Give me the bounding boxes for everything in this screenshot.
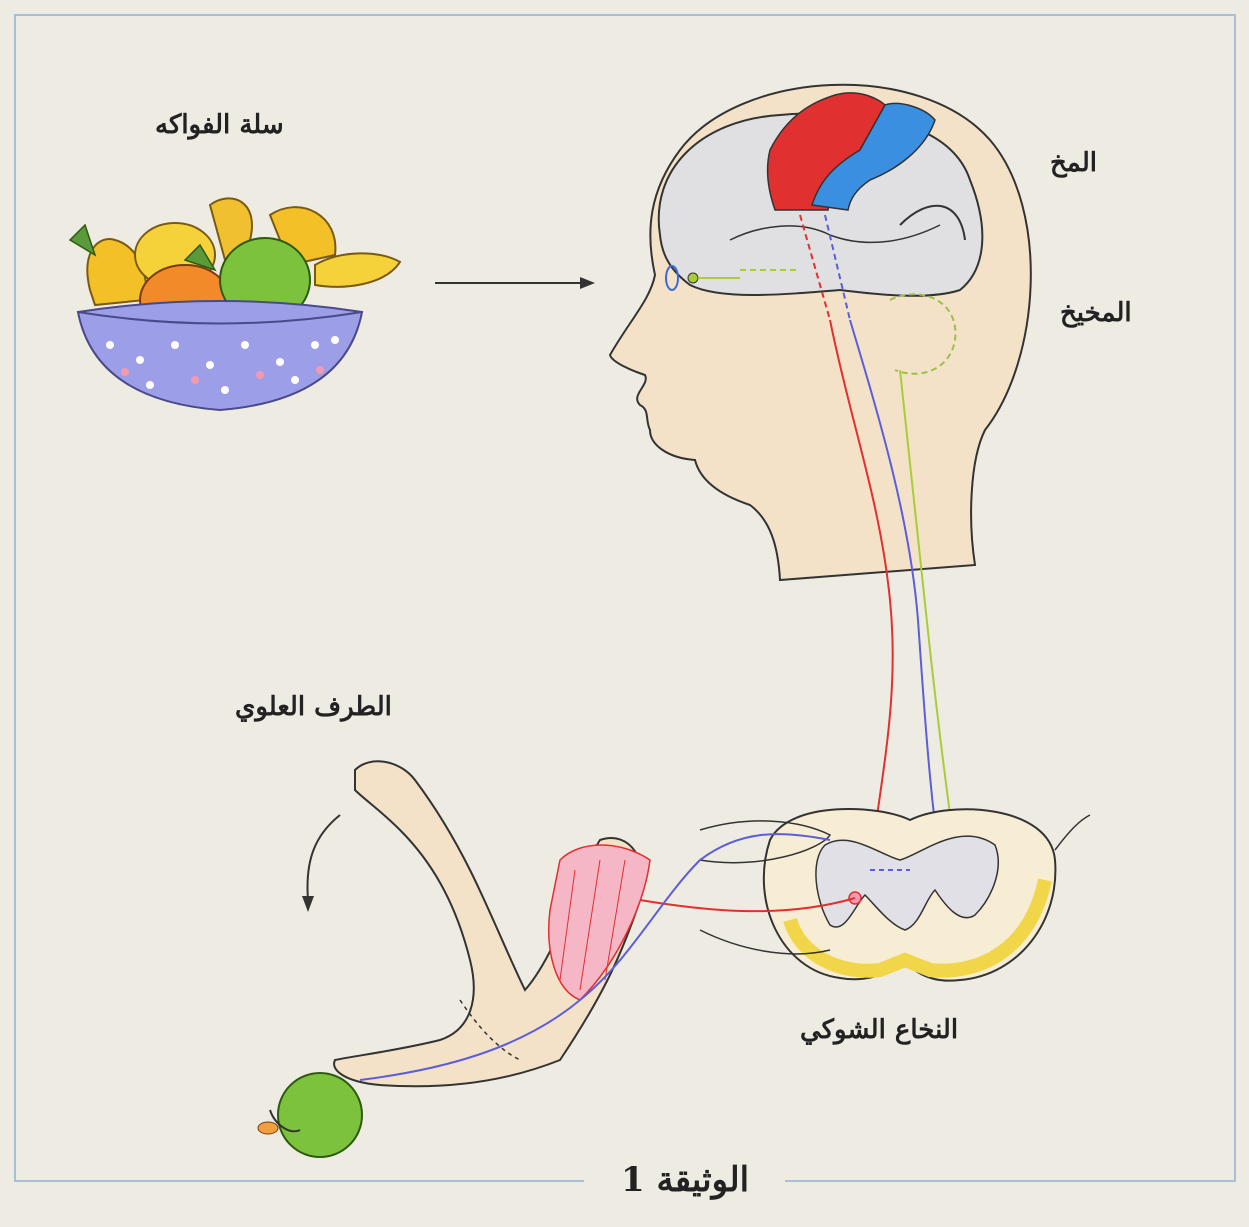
upper-limb-label: الطرف العلوي bbox=[235, 692, 392, 722]
cerebellum-label: المخيخ bbox=[1060, 298, 1132, 328]
brain-label: المخ bbox=[1050, 148, 1097, 178]
spinal-cord-label: النخاع الشوكي bbox=[800, 1015, 958, 1045]
arrow-right-icon bbox=[435, 277, 595, 289]
fruit-basket-label: سلة الفواكه bbox=[155, 110, 284, 140]
document-caption: الوثيقة 1 bbox=[585, 1160, 785, 1200]
fruit-basket-icon bbox=[70, 198, 400, 410]
head-outline bbox=[610, 85, 1031, 580]
curved-arrow-down-icon bbox=[302, 815, 340, 912]
